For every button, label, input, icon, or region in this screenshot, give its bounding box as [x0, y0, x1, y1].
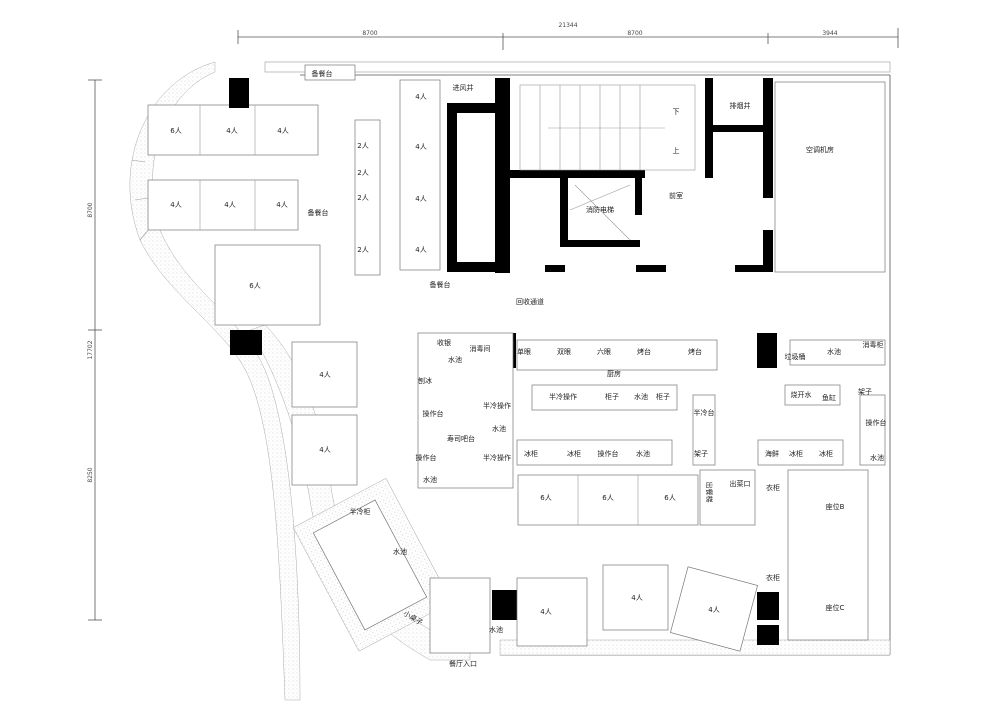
label-cabinet: 柜子: [605, 392, 619, 401]
label-table: 4人: [170, 201, 181, 209]
label-double-burner: 双眼: [557, 348, 571, 356]
label-table: 4人: [708, 606, 719, 614]
label-table: 4人: [415, 195, 426, 203]
label-disinfect-room: 消毒间: [470, 344, 491, 353]
label-wardrobe: 衣柜: [766, 483, 780, 492]
label-single-burner: 单眼: [517, 347, 531, 356]
label-table: 4人: [415, 143, 426, 151]
label-seafood: 海鲜: [765, 449, 779, 458]
label-table: 4人: [415, 93, 426, 101]
label-disinfect-cabinet: 消毒柜: [863, 340, 884, 349]
label-table: 4人: [319, 371, 330, 379]
label-six-burner: 六眼: [597, 347, 611, 356]
label-serving-top: 备餐台: [312, 69, 333, 78]
label-sink: 水池: [827, 347, 841, 356]
label-sushi-bar: 寿司吧台: [447, 434, 475, 443]
label-sink: 水池: [870, 453, 884, 462]
label-sink: 水池: [423, 475, 437, 484]
label-table: 4人: [631, 594, 642, 602]
label-seat-c: 座位C: [826, 603, 845, 612]
label-semi-cold-op: 半冷操作: [483, 401, 511, 410]
label-freezer: 冰柜: [789, 449, 803, 458]
label-kitchen: 厨房: [607, 369, 621, 378]
label-table: 4人: [226, 127, 237, 135]
label-freezer: 冰柜: [524, 449, 538, 458]
label-semi-cold-op: 半冷操作: [549, 392, 577, 401]
room-labels: 备餐台 6人 4人 4人 4人 4人 4人 备餐台 4人 4人 4人 4人 2人…: [170, 69, 886, 668]
label-freezer: 冰柜: [567, 449, 581, 458]
label-seat-b: 座位B: [826, 502, 845, 511]
label-semi-cold-table: 半冷台: [694, 408, 715, 417]
dim-left-2: 17702: [87, 340, 94, 359]
dim-left-1: 8700: [87, 202, 94, 217]
label-table: 2人: [357, 246, 368, 254]
dim-seg-2: 8700: [627, 30, 642, 37]
dim-total: 21344: [558, 22, 577, 29]
label-cashier: 收银: [437, 338, 451, 347]
dim-seg-1: 8700: [362, 30, 377, 37]
label-grill: 烤台: [637, 347, 651, 356]
label-recycle-passage: 回收通道: [516, 297, 544, 306]
label-sink: 水池: [448, 355, 462, 364]
label-fire-elevator: 消防电梯: [586, 205, 614, 214]
label-wardrobe: 衣柜: [766, 573, 780, 582]
label-up: 上: [673, 146, 680, 155]
label-semi-cold-op: 半冷操作: [483, 453, 511, 462]
curved-facade: [129, 61, 301, 701]
dim-left-3: 8250: [87, 467, 94, 482]
label-table: 4人: [277, 127, 288, 135]
label-table: 4人: [224, 201, 235, 209]
label-table: 2人: [357, 142, 368, 150]
label-table: 6人: [664, 494, 675, 502]
label-workbench: 操作台: [423, 409, 444, 418]
label-down: 下: [673, 108, 680, 116]
label-table: 6人: [540, 494, 551, 502]
label-sink: 水池: [489, 625, 503, 634]
label-table: 2人: [357, 194, 368, 202]
label-front-room: 前室: [669, 191, 683, 200]
dimension-top: 21344 8700 8700 3944: [237, 22, 899, 50]
label-table: 4人: [415, 246, 426, 254]
label-table: 6人: [170, 127, 181, 135]
label-fish-tank: 鱼缸: [822, 393, 836, 402]
label-table: 6人: [602, 494, 613, 502]
label-sink: 水池: [636, 449, 650, 458]
label-workbench: 操作台: [416, 453, 437, 462]
label-dish-out: 出菜口: [730, 479, 751, 488]
label-grill: 烤台: [688, 347, 702, 356]
label-table: 4人: [276, 201, 287, 209]
label-cabinet: 柜子: [656, 392, 670, 401]
label-workbench: 操作台: [598, 449, 619, 458]
label-sink: 水池: [634, 392, 648, 401]
label-dish-lift: 出餐梯: [705, 482, 714, 503]
stairs: [519, 84, 696, 241]
label-shelf: 架子: [694, 450, 708, 458]
label-semi-cold-cabinet: 半冷柜: [350, 507, 371, 516]
label-trash: 垃圾桶: [785, 352, 806, 361]
label-table: 4人: [319, 446, 330, 454]
label-workbench: 操作台: [866, 418, 887, 427]
label-freezer: 冰柜: [819, 449, 833, 458]
label-sink: 水池: [393, 547, 407, 556]
label-boil-water: 烧开水: [791, 390, 812, 399]
label-smoke-shaft: 排烟井: [730, 101, 751, 110]
label-serving-left: 备餐台: [308, 208, 329, 217]
dimension-left: 8700 17702 8250: [87, 79, 102, 621]
label-sink: 水池: [492, 424, 506, 433]
label-fresh-air-shaft: 进风井: [453, 83, 474, 92]
label-serving-mid: 备餐台: [430, 280, 451, 289]
dim-seg-3: 3944: [822, 30, 837, 37]
label-ac-room: 空调机房: [806, 145, 834, 154]
label-shaved-ice: 刨冰: [418, 376, 432, 385]
label-shelf: 架子: [858, 388, 872, 396]
label-entrance: 餐厅入口: [449, 659, 477, 668]
label-table: 4人: [540, 608, 551, 616]
label-table: 6人: [249, 282, 260, 290]
label-table: 2人: [357, 169, 368, 177]
